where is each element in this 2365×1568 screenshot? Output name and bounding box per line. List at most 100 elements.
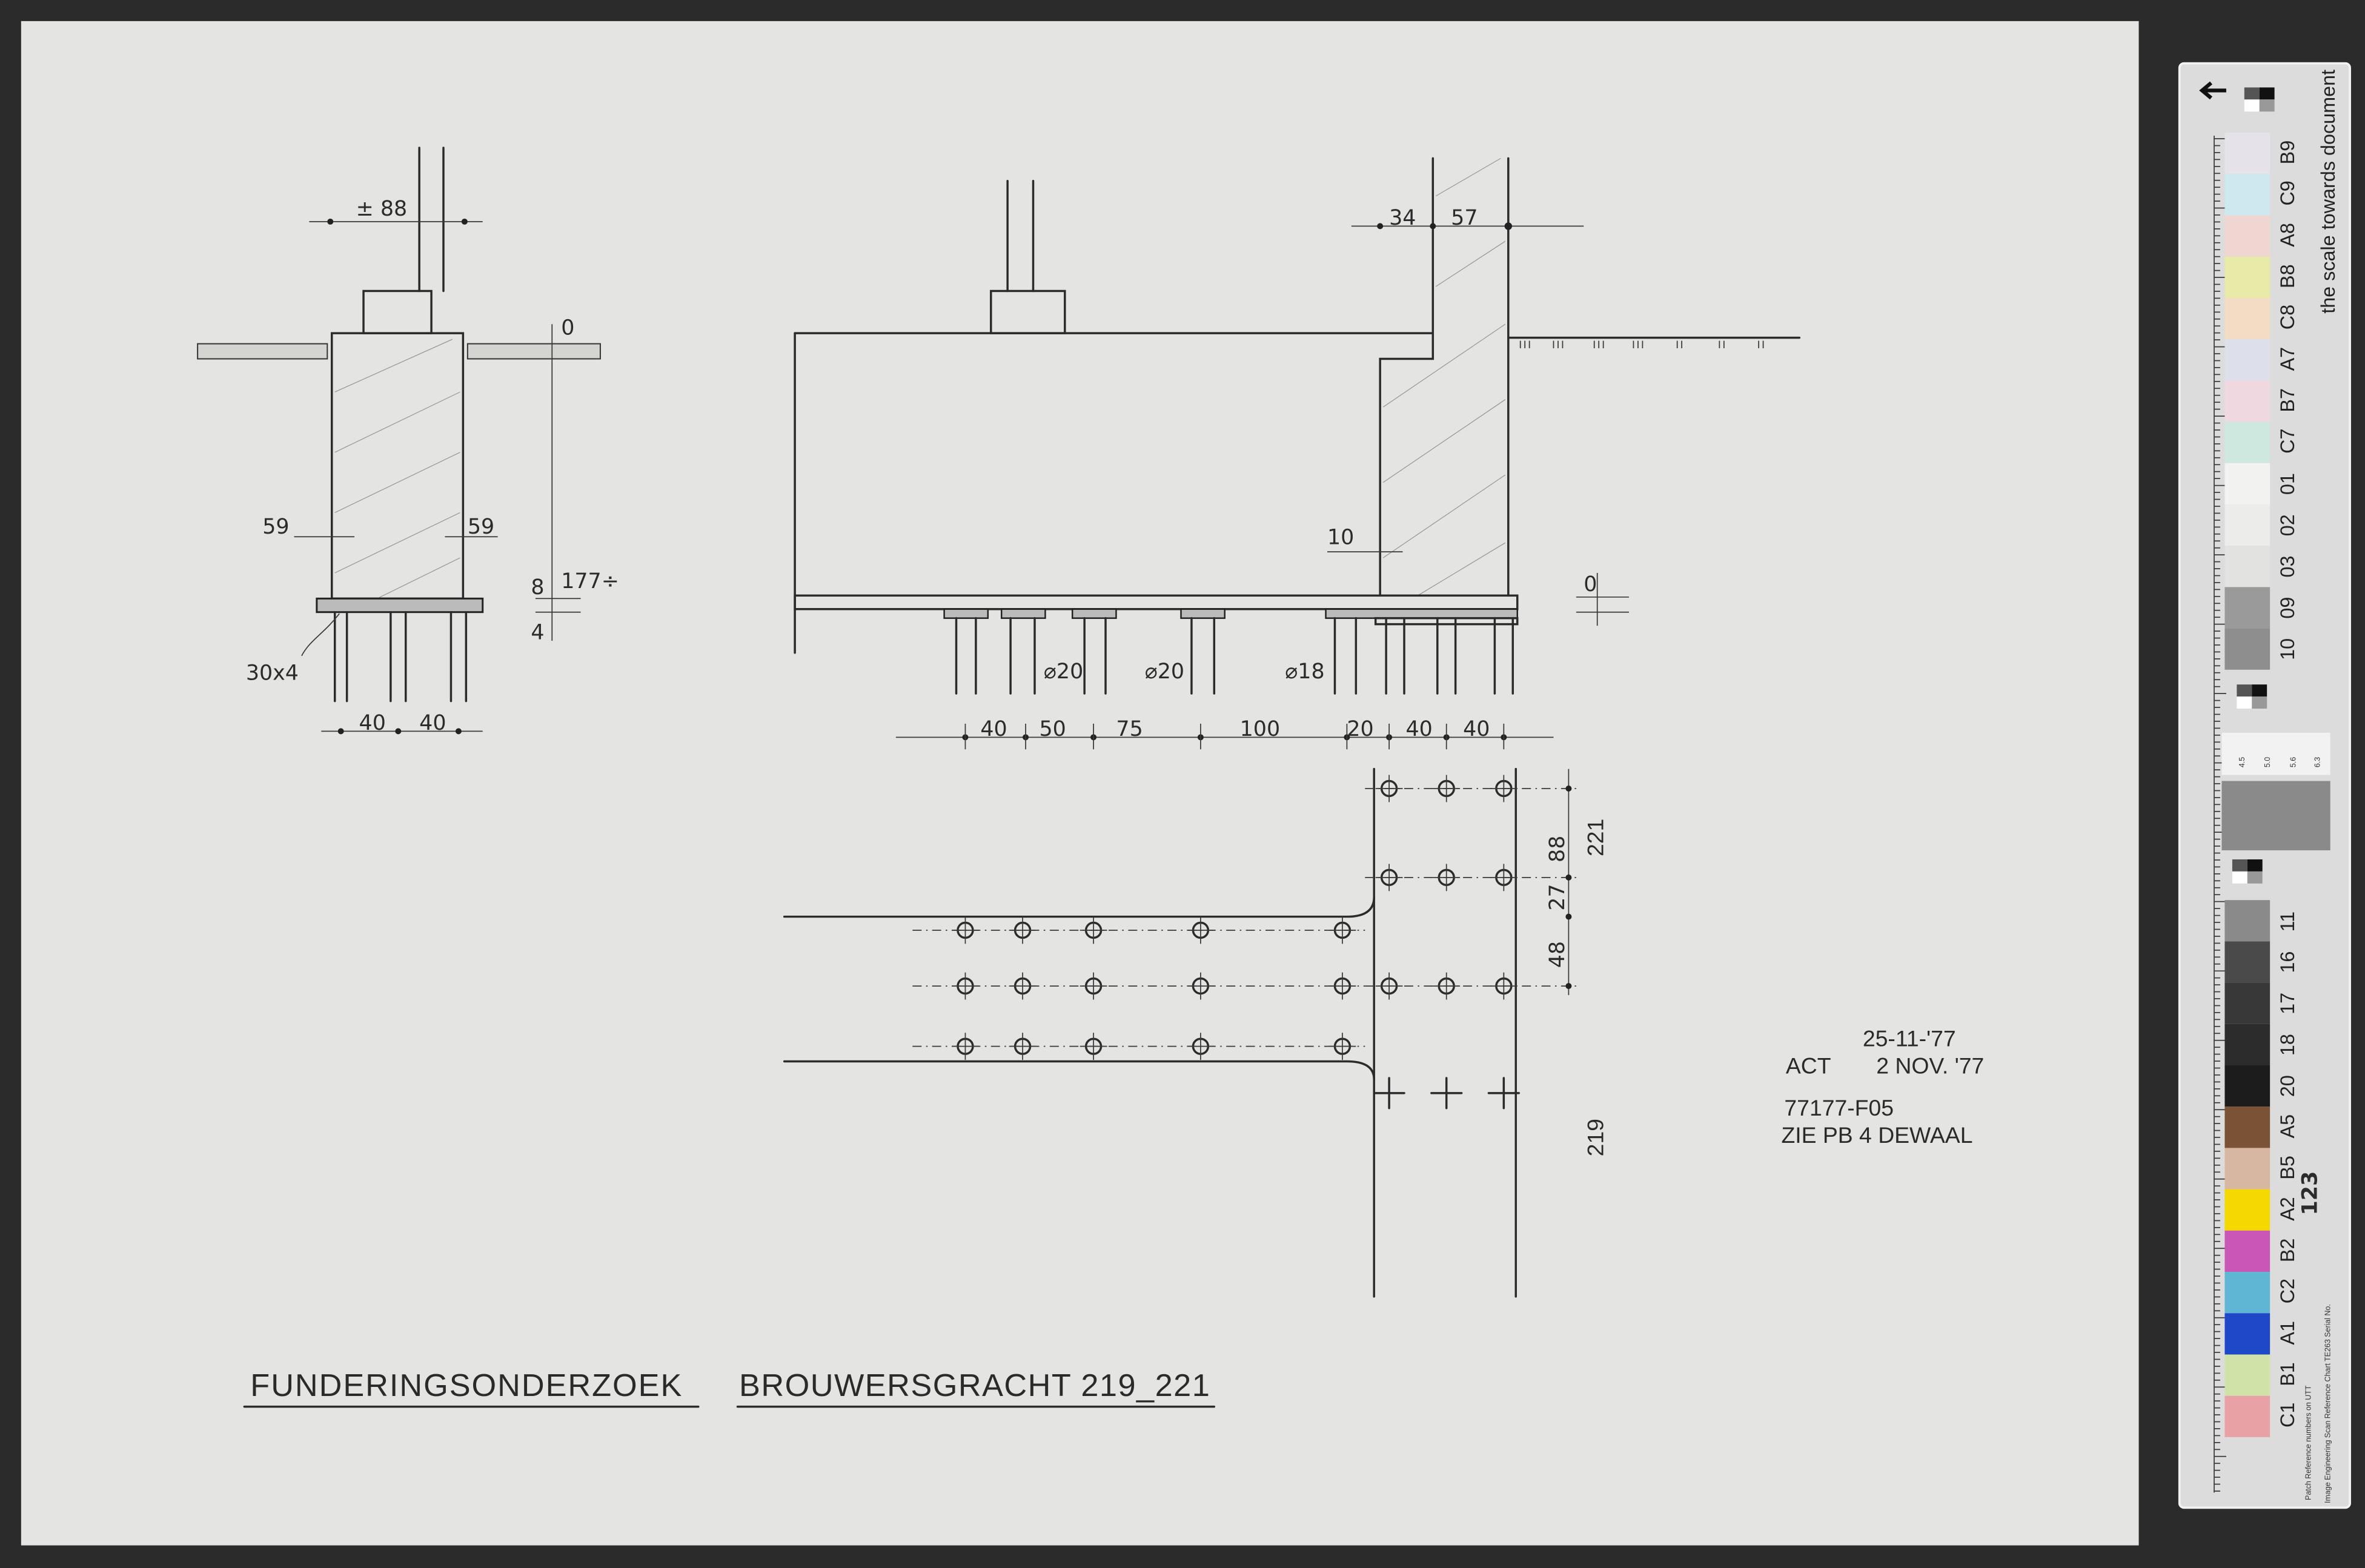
color-patch-label: C9 (2277, 180, 2298, 205)
middle-level-zero: 0 (1584, 572, 1597, 597)
color-patch-B9 (2224, 133, 2270, 174)
color-patch-18 (2224, 1024, 2270, 1066)
left-foundation-section (197, 147, 601, 735)
color-patch-label: B7 (2277, 388, 2298, 412)
left-level-zero: 0 (561, 316, 574, 340)
color-patch-label: A8 (2277, 223, 2298, 247)
color-patch-C1 (2224, 1395, 2270, 1437)
foundation-plate (316, 597, 484, 614)
wall-offset-dimension: 10 (1327, 526, 1354, 550)
pile-diameter-2: ⌀20 (1145, 660, 1184, 684)
color-patch-label: B9 (2277, 141, 2298, 165)
stamp-date-2: 2 NOV. '77 (1876, 1053, 1984, 1078)
color-patch-label: 10 (2277, 638, 2298, 660)
ruler (2214, 136, 2226, 1493)
resolution-target (2221, 732, 2330, 775)
house-number-219: 219 (1583, 1119, 1608, 1156)
chart-footer: Image Engineering Scan Reference Chart T… (2324, 1304, 2332, 1503)
color-patch-label: B1 (2277, 1362, 2298, 1386)
resolution-label-4: 6.3 (2313, 757, 2321, 767)
plan-dimension-1: 88 (1545, 836, 1570, 862)
color-patch-label: C2 (2277, 1279, 2298, 1303)
color-patch-label: 11 (2277, 911, 2298, 932)
arrow-left-icon (2199, 81, 2226, 100)
pile-diameter-1: ⌀20 (1044, 660, 1083, 684)
color-patch-label: 01 (2277, 473, 2298, 495)
color-patch-label: 03 (2277, 555, 2298, 577)
color-patch-label: B8 (2277, 264, 2298, 288)
plate-label: 30x4 (246, 661, 299, 686)
patch-reference-note: Patch Reference numbers on UTT (2304, 1385, 2312, 1500)
color-patch-A2 (2224, 1189, 2270, 1231)
stamp-act-label: ACT (1786, 1053, 1831, 1078)
color-patch-C8 (2224, 297, 2270, 340)
plan-dimension-3: 48 (1545, 941, 1570, 968)
pile-diameter-3: ⌀18 (1285, 660, 1324, 684)
pile-plan (783, 767, 1576, 1298)
color-patch-B1 (2224, 1354, 2270, 1396)
gray-card (2221, 781, 2330, 851)
color-patch-20 (2224, 1065, 2270, 1107)
resolution-label-2: 5.0 (2263, 757, 2272, 767)
left-pile-spacing-2: 40 (419, 711, 446, 735)
color-patch-label: 20 (2277, 1075, 2298, 1097)
color-patch-label: A5 (2277, 1114, 2298, 1139)
resolution-label-3: 5.6 (2289, 757, 2297, 767)
right-offset-dimension: 59 (468, 515, 494, 539)
stamp-reference: ZIE PB 4 DEWAAL (1781, 1122, 1972, 1148)
soil-layer-right (466, 343, 601, 360)
left-depth-dimension: 177÷ (561, 569, 619, 594)
color-patch-B7 (2224, 380, 2270, 422)
color-patch-10 (2224, 628, 2270, 670)
color-patch-16 (2224, 941, 2270, 983)
plan-dimension-2: 27 (1545, 884, 1570, 910)
wall-dimension-2: 57 (1451, 206, 1478, 230)
color-patch-label: C1 (2277, 1403, 2298, 1427)
color-patch-02 (2224, 504, 2270, 546)
color-patch-label: A1 (2277, 1321, 2298, 1345)
color-patch-A5 (2224, 1107, 2270, 1148)
stamp-code: 77177-F05 (1784, 1095, 1894, 1120)
drawing-title: FUNDERINGSONDERZOEK (250, 1368, 682, 1403)
serial-number-handwritten: 123 (2298, 1171, 2322, 1216)
soil-layer-left (197, 343, 328, 360)
left-pile-spacing-1: 40 (359, 711, 386, 735)
wall-dimension-1: 34 (1389, 206, 1416, 230)
color-patch-label: 02 (2277, 514, 2298, 536)
color-patch-B8 (2224, 256, 2270, 298)
left-top-dimension: ± 88 (356, 197, 408, 221)
color-patch-label: C8 (2277, 305, 2298, 329)
color-patch-label: 17 (2277, 993, 2298, 1014)
color-patch-A7 (2224, 339, 2270, 381)
color-patch-C9 (2224, 174, 2270, 216)
chart-caption: the scale towards document (2317, 70, 2339, 314)
pile-spacing-1: 40 (980, 717, 1007, 741)
color-patch-B5 (2224, 1148, 2270, 1189)
pile-spacing-6: 40 (1405, 717, 1432, 741)
color-patch-label: B5 (2277, 1156, 2298, 1180)
left-offset-dimension: 59 (262, 515, 289, 539)
color-patch-03 (2224, 546, 2270, 587)
color-patch-17 (2224, 982, 2270, 1024)
paper-sheet (21, 21, 2139, 1546)
pile-spacing-4: 100 (1240, 717, 1281, 741)
pile-spacing-3: 75 (1116, 717, 1143, 741)
color-patch-label: A7 (2277, 347, 2298, 371)
plate-thickness-a: 8 (531, 575, 544, 600)
stamp-date-1: 25-11-'77 (1863, 1026, 1956, 1051)
color-patch-11 (2224, 900, 2270, 942)
middle-foundation-section (794, 157, 1801, 750)
plate-thickness-b: 4 (531, 621, 544, 645)
pile-spacing-7: 40 (1463, 717, 1490, 741)
color-patch-01 (2224, 463, 2270, 504)
pile-spacing-5: 20 (1347, 717, 1373, 741)
scan-reference-chart: B9C9A8B8C8A7B7C701020309101116171820A5B5… (2178, 62, 2351, 1509)
color-patch-09 (2224, 587, 2270, 629)
color-patch-label: A2 (2277, 1197, 2298, 1221)
house-number-221: 221 (1583, 819, 1608, 856)
color-patch-label: C7 (2277, 428, 2298, 453)
color-patch-label: 16 (2277, 951, 2298, 973)
color-patch-label: 09 (2277, 597, 2298, 619)
pile-spacing-2: 50 (1039, 717, 1066, 741)
